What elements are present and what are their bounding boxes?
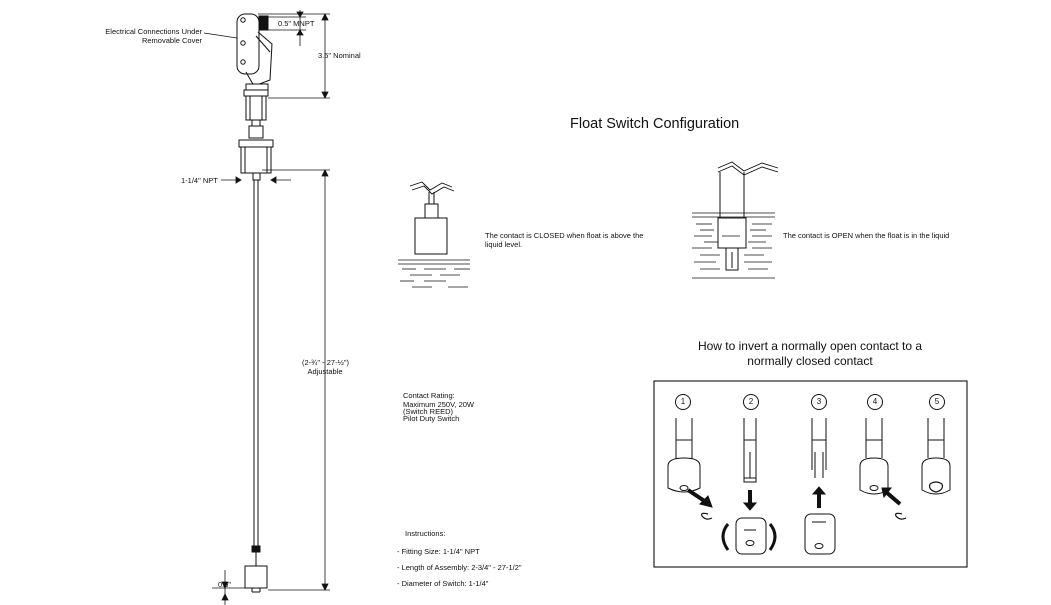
step-3-badge: 3: [811, 394, 827, 410]
bottom-dim-label: 0.5": [218, 580, 232, 589]
contact-rating-line-1: Contact Rating:: [403, 391, 455, 400]
invert-title: How to invert a normally open contact to…: [680, 339, 940, 369]
switch-fitting: [238, 95, 274, 181]
adjustable-range-text: (2-¾" - 27-½"): [302, 358, 350, 367]
float-config-title: Float Switch Configuration: [570, 116, 740, 132]
switch-head: [236, 13, 273, 97]
float-closed-diagram: [398, 181, 470, 288]
contact-rating-line-2: Maximum 250V, 20W: [403, 400, 475, 409]
step-2-figure: [721, 418, 777, 555]
switch-stem: [244, 180, 268, 593]
electrical-connections-label: Electrical Connections Under Removable C…: [104, 27, 202, 45]
invert-title-line-2: normally closed contact: [747, 354, 873, 368]
step-5-badge: 5: [929, 394, 945, 410]
contact-rating-line-3: (Switch REED): [403, 407, 454, 416]
adjustable-range-label: (2-¾" - 27-½") Adjustable: [302, 358, 350, 376]
closed-contact-line-2: liquid level.: [485, 240, 523, 249]
instructions-heading: Instructions:: [405, 529, 446, 538]
contact-rating-block: Contact Rating: Maximum 250V, 20W (Switc…: [403, 391, 474, 423]
adjustable-text: Adjustable: [307, 367, 343, 376]
electrical-connections-line-1: Electrical Connections Under: [105, 27, 202, 36]
dim-mnpt: [268, 10, 306, 46]
dim-adjustable: [262, 169, 330, 591]
npt-label: 1-1/4" NPT: [181, 176, 218, 185]
contact-rating-line-4: Pilot Duty Switch: [403, 414, 460, 423]
nominal-label: 3.5" Nominal: [318, 51, 361, 60]
mnpt-label: 0.5" MNPT: [278, 19, 315, 28]
step-3-figure: [804, 418, 836, 555]
open-contact-note: The contact is OPEN when the float is in…: [783, 231, 950, 240]
step-1-figure: [667, 418, 713, 520]
electrical-leader: [203, 32, 238, 39]
step-4-badge: 4: [867, 394, 883, 410]
dim-npt: [221, 176, 291, 184]
instruction-item-3: - Diameter of Switch: 1-1/4": [397, 579, 489, 588]
step-1-badge: 1: [675, 394, 691, 410]
step-4-figure: [859, 418, 907, 520]
closed-contact-line-1: The contact is CLOSED when float is abov…: [485, 231, 644, 240]
electrical-connections-line-2: Removable Cover: [141, 36, 202, 45]
float-open-diagram: [692, 161, 779, 279]
instruction-item-1: - Fitting Size: 1-1/4" NPT: [397, 547, 480, 556]
dim-nominal: [258, 13, 330, 99]
step-2-badge: 2: [743, 394, 759, 410]
step-5-figure: [921, 418, 951, 495]
closed-contact-note: The contact is CLOSED when float is abov…: [485, 231, 643, 249]
instruction-item-2: - Length of Assembly: 2-3/4" - 27-1/2": [397, 563, 522, 572]
invert-title-line-1: How to invert a normally open contact to…: [697, 339, 923, 353]
dim-bottom: [212, 570, 245, 605]
